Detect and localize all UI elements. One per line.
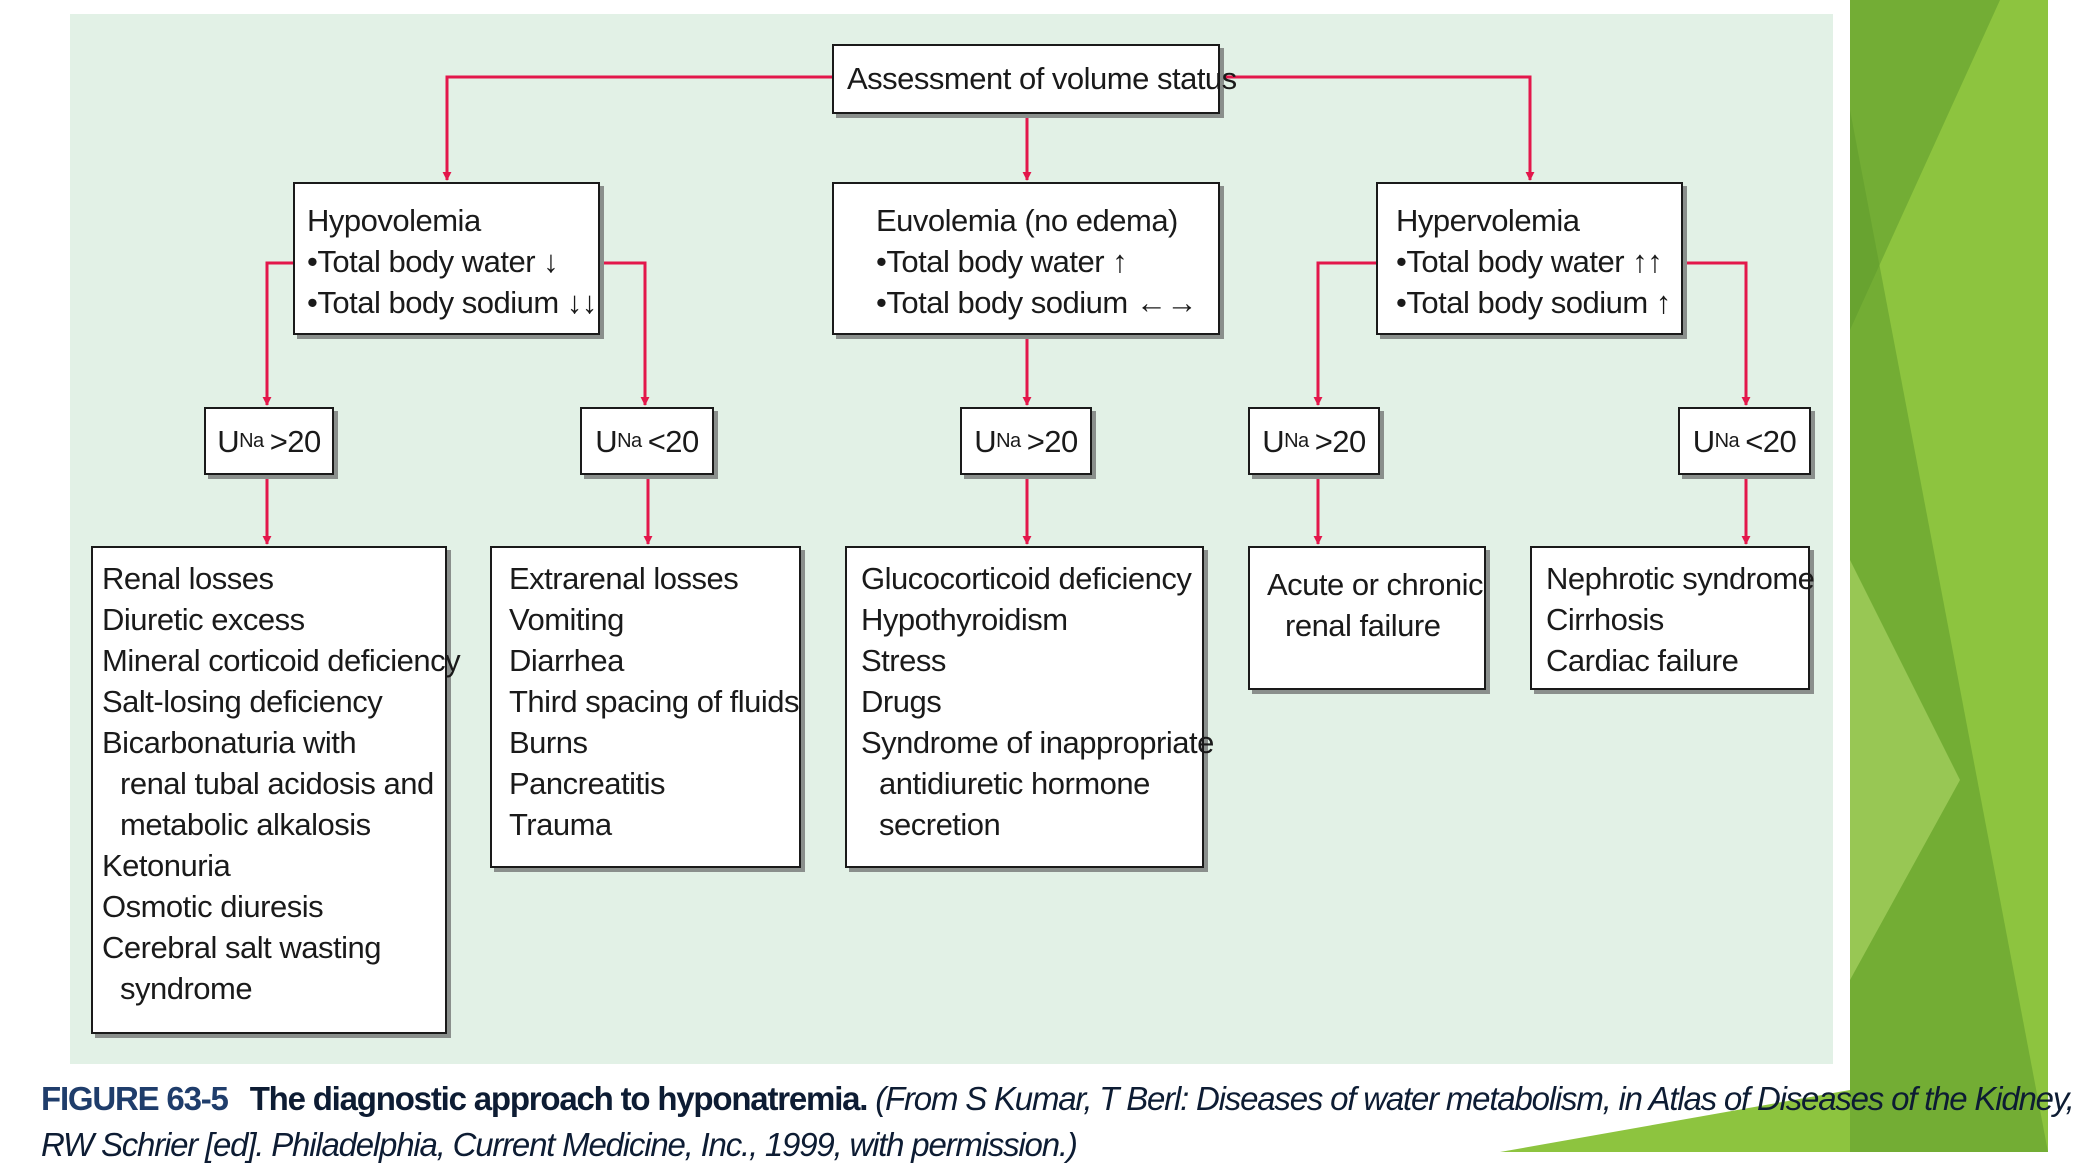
causes-box-renal-failure: Acute or chronic renal failure bbox=[1248, 546, 1486, 690]
una-threshold: >20 bbox=[269, 423, 322, 459]
cause-item: antidiuretic hormone bbox=[879, 766, 1150, 801]
cause-item: renal failure bbox=[1285, 608, 1441, 643]
cause-item: renal tubal acidosis and bbox=[120, 766, 434, 801]
cause-item: Cerebral salt wasting bbox=[102, 930, 381, 965]
category-title: Hypovolemia bbox=[307, 203, 481, 238]
category-bullet: •Total body water ↑ bbox=[876, 244, 1128, 279]
cause-item: metabolic alkalosis bbox=[120, 807, 371, 842]
figure-title: The diagnostic approach to hyponatremia. bbox=[249, 1080, 869, 1117]
cause-item: Renal losses bbox=[102, 561, 274, 596]
cause-item: Glucocorticoid deficiency bbox=[861, 561, 1192, 596]
figure-caption: FIGURE 63-5 The diagnostic approach to hy… bbox=[41, 1080, 2074, 1118]
cause-item: syndrome bbox=[120, 971, 253, 1006]
figure-number: FIGURE 63-5 bbox=[41, 1080, 229, 1117]
cause-item: Stress bbox=[861, 643, 946, 678]
category-bullet: •Total body sodium ←→ bbox=[876, 285, 1197, 320]
cause-item: Nephrotic syndrome bbox=[1546, 561, 1815, 596]
cause-item: Mineral corticoid deficiency bbox=[102, 643, 461, 678]
category-bullet: •Total body sodium ↑ bbox=[1396, 285, 1671, 320]
una-subscript: Na bbox=[1714, 429, 1740, 452]
category-title: Euvolemia (no edema) bbox=[876, 203, 1178, 238]
una-subscript: Na bbox=[617, 429, 642, 452]
cause-item: Cirrhosis bbox=[1546, 602, 1664, 637]
cause-item: secretion bbox=[879, 807, 1001, 842]
edge-root-hypo bbox=[442, 75, 832, 181]
cause-item: Ketonuria bbox=[102, 848, 231, 883]
edge-hyper-una4 bbox=[1313, 261, 1376, 406]
category-bullet: •Total body water ↑↑ bbox=[1396, 244, 1663, 279]
cause-item: Extrarenal losses bbox=[509, 561, 739, 596]
cause-item: Pancreatitis bbox=[509, 766, 665, 801]
cause-item: Salt-losing deficiency bbox=[102, 684, 383, 719]
slide: Assessment of volume status Hypovolemia … bbox=[41, 0, 2074, 1163]
figure-reference: (From S Kumar, T Berl: Diseases of water… bbox=[875, 1080, 2074, 1117]
causes-box-extrarenal: Extrarenal losses Vomiting Diarrhea Thir… bbox=[490, 546, 801, 868]
cause-item: Diarrhea bbox=[509, 643, 624, 678]
figure-reference-continued: RW Schrier [ed]. Philadelphia, Current M… bbox=[41, 1126, 1078, 1163]
cause-item: Diuretic excess bbox=[102, 602, 305, 637]
causes-box-renal: Renal losses Diuretic excess Mineral cor… bbox=[91, 546, 461, 1034]
root-box: Assessment of volume status bbox=[832, 44, 1237, 114]
category-bullet: •Total body sodium ↓↓ bbox=[307, 285, 597, 320]
una-threshold: >20 bbox=[1314, 423, 1367, 459]
cause-item: Third spacing of fluids bbox=[509, 684, 800, 719]
root-label: Assessment of volume status bbox=[847, 61, 1237, 96]
causes-box-euvolemia: Glucocorticoid deficiency Hypothyroidism… bbox=[845, 546, 1214, 868]
una-base: U bbox=[1262, 423, 1285, 459]
una-threshold: <20 bbox=[647, 423, 700, 459]
una-threshold: <20 bbox=[1745, 423, 1797, 459]
una-base: U bbox=[595, 423, 618, 459]
hypervolemia-box: Hypervolemia •Total body water ↑↑ •Total… bbox=[1376, 182, 1683, 335]
green-decoration bbox=[1500, 0, 2048, 1152]
una-subscript: Na bbox=[1284, 429, 1309, 452]
una-base: U bbox=[1692, 423, 1715, 459]
cause-item: Acute or chronic bbox=[1267, 567, 1484, 602]
category-title: Hypervolemia bbox=[1396, 203, 1580, 238]
una-base: U bbox=[217, 423, 240, 459]
una-subscript: Na bbox=[996, 429, 1021, 452]
cause-item: Cardiac failure bbox=[1546, 643, 1739, 678]
causes-box-edematous: Nephrotic syndrome Cirrhosis Cardiac fai… bbox=[1530, 546, 1815, 690]
una-base: U bbox=[974, 423, 997, 459]
edge-hyper-una5 bbox=[1683, 261, 1751, 406]
category-bullet: •Total body water ↓ bbox=[307, 244, 559, 279]
una-threshold: >20 bbox=[1026, 423, 1079, 459]
edge-hypo-una2 bbox=[600, 261, 650, 406]
cause-item: Syndrome of inappropriate bbox=[861, 725, 1214, 760]
cause-item: Trauma bbox=[509, 807, 612, 842]
cause-item: Bicarbonaturia with bbox=[102, 725, 357, 760]
cause-item: Hypothyroidism bbox=[861, 602, 1068, 637]
una-subscript: Na bbox=[239, 429, 264, 452]
euvolemia-box: Euvolemia (no edema) •Total body water ↑… bbox=[832, 182, 1220, 335]
cause-item: Vomiting bbox=[509, 602, 624, 637]
hypovolemia-box: Hypovolemia •Total body water ↓ •Total b… bbox=[293, 182, 600, 335]
cause-item: Burns bbox=[509, 725, 588, 760]
connector-layer bbox=[262, 75, 1751, 545]
edge-root-hyper bbox=[1220, 75, 1535, 181]
cause-item: Drugs bbox=[861, 684, 942, 719]
edge-hypo-una1 bbox=[262, 261, 293, 406]
cause-item: Osmotic diuresis bbox=[102, 889, 324, 924]
